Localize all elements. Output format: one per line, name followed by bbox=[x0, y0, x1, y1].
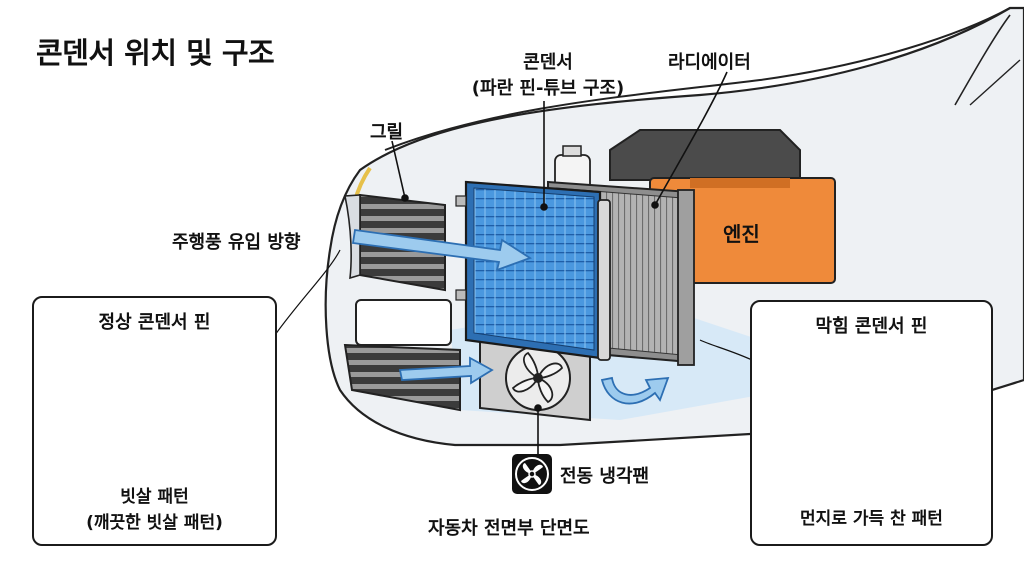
leader-lines bbox=[274, 71, 753, 458]
clogged-fin-panel: 막힘 콘덴서 핀 먼지로 가득 찬 패턴 bbox=[750, 300, 993, 546]
normal-panel-title: 정상 콘덴서 핀 bbox=[98, 312, 211, 333]
normal-panel-sub1: 빗살 패턴 bbox=[120, 487, 189, 507]
condenser-sub-label: (파란 핀-튜브 구조) bbox=[471, 78, 625, 99]
engine-block bbox=[609, 129, 836, 284]
license-plate bbox=[355, 299, 452, 346]
grille-label: 그릴 bbox=[370, 122, 404, 143]
normal-fin-panel: 정상 콘덴서 핀 빗살 패턴 (깨끗한 빗살 패턴) bbox=[32, 296, 277, 546]
fan-icon bbox=[512, 454, 552, 494]
diagram-caption: 자동차 전면부 단면도 bbox=[428, 518, 590, 539]
engine-label: 엔진 bbox=[723, 222, 760, 246]
radiator-label: 라디에이터 bbox=[668, 52, 751, 73]
page-title: 콘덴서 위치 및 구조 bbox=[36, 36, 275, 70]
airflow-label: 주행풍 유입 방향 bbox=[172, 232, 301, 253]
clogged-panel-title: 막힘 콘덴서 핀 bbox=[815, 316, 928, 337]
condenser bbox=[455, 180, 611, 361]
normal-panel-sub2: (깨끗한 빗살 패턴) bbox=[86, 513, 223, 533]
condenser-label: 콘덴서 bbox=[523, 52, 573, 73]
airflow-arrows bbox=[351, 228, 670, 405]
reservoir-cap bbox=[562, 145, 582, 157]
clogged-panel-sub1: 먼지로 가득 찬 패턴 bbox=[800, 509, 943, 529]
fan-label: 전동 냉각팬 bbox=[560, 466, 650, 487]
